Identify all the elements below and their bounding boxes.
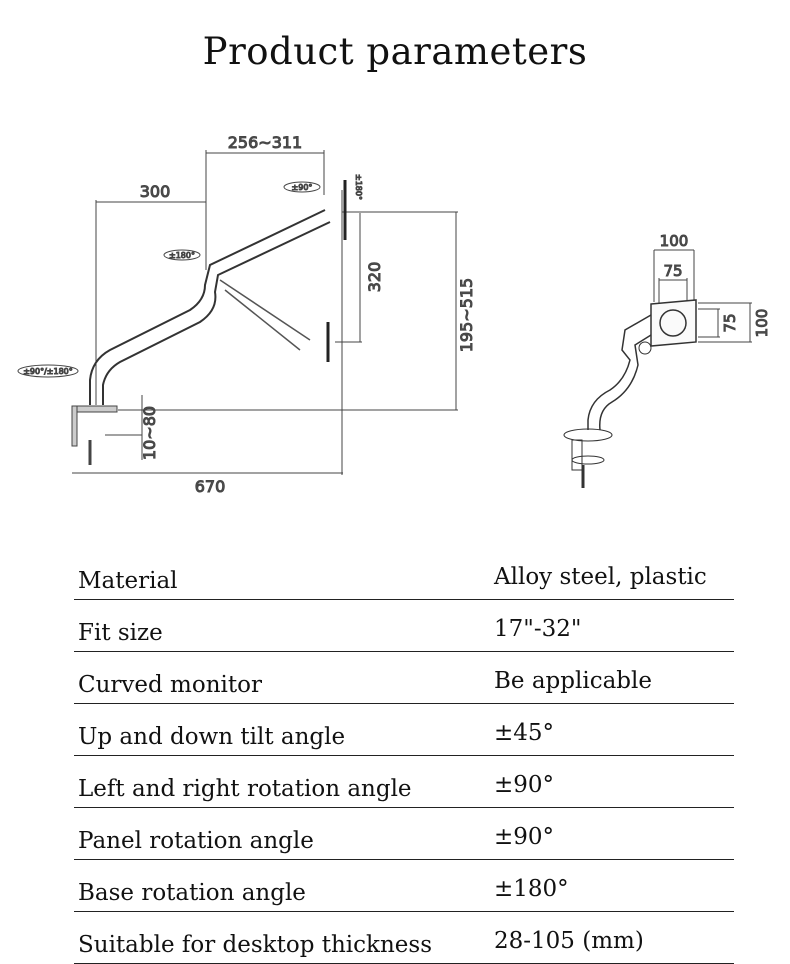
spec-label: Curved monitor	[78, 672, 262, 698]
vesa-inner-height: 75	[721, 313, 739, 332]
rotation-panel-label: ±180°	[354, 174, 363, 200]
spec-label: Up and down tilt angle	[78, 724, 346, 750]
product-diagram: 256~311 300 320 195~515 10~80 670 ±90° ±…	[17, 133, 772, 497]
dim-320: 320	[365, 262, 384, 293]
dim-10-80: 10~80	[140, 406, 159, 460]
spec-row-desk-thickness: Suitable for desktop thickness 28-105 (mm…	[74, 912, 734, 964]
rotation-elbow-label: ±180°	[169, 251, 195, 260]
spec-value: ±180°	[494, 876, 569, 902]
front-view-diagram	[563, 249, 752, 488]
spec-row-material: Material Alloy steel, plastic	[74, 548, 734, 600]
dim-195-515: 195~515	[457, 278, 476, 352]
side-view-diagram	[17, 150, 458, 475]
spec-value: Be applicable	[494, 668, 652, 694]
spec-label: Base rotation angle	[78, 880, 306, 906]
vesa-outer-height: 100	[753, 309, 771, 338]
spec-value: ±90°	[494, 772, 555, 798]
dim-300: 300	[140, 182, 171, 201]
vesa-inner-width: 75	[663, 262, 682, 280]
spec-value: 17"-32"	[494, 616, 582, 642]
vesa-outer-width: 100	[660, 232, 689, 250]
dim-256-311: 256~311	[228, 133, 302, 152]
rotation-base-label: ±90°/±180°	[23, 367, 73, 376]
spec-value: ±90°	[494, 824, 555, 850]
spec-label: Left and right rotation angle	[78, 776, 412, 802]
dim-670: 670	[195, 477, 226, 496]
spec-label: Material	[78, 568, 178, 594]
spec-label: Panel rotation angle	[78, 828, 314, 854]
spec-row-rotation: Left and right rotation angle ±90°	[74, 756, 734, 808]
spec-row-tilt: Up and down tilt angle ±45°	[74, 704, 734, 756]
page-title: Product parameters	[202, 30, 588, 73]
spec-label: Fit size	[78, 620, 163, 646]
rotation-head-label: ±90°	[292, 183, 313, 192]
spec-row-curved-monitor: Curved monitor Be applicable	[74, 652, 734, 704]
spec-value: ±45°	[494, 720, 555, 746]
spec-row-panel-rotation: Panel rotation angle ±90°	[74, 808, 734, 860]
spec-label: Suitable for desktop thickness	[78, 932, 433, 958]
spec-value: 28-105 (mm)	[494, 928, 644, 954]
spec-value: Alloy steel, plastic	[494, 564, 707, 590]
spec-table: Material Alloy steel, plastic Fit size 17"…	[74, 548, 734, 964]
spec-row-base-rotation: Base rotation angle ±180°	[74, 860, 734, 912]
spec-row-fit-size: Fit size 17"-32"	[74, 600, 734, 652]
